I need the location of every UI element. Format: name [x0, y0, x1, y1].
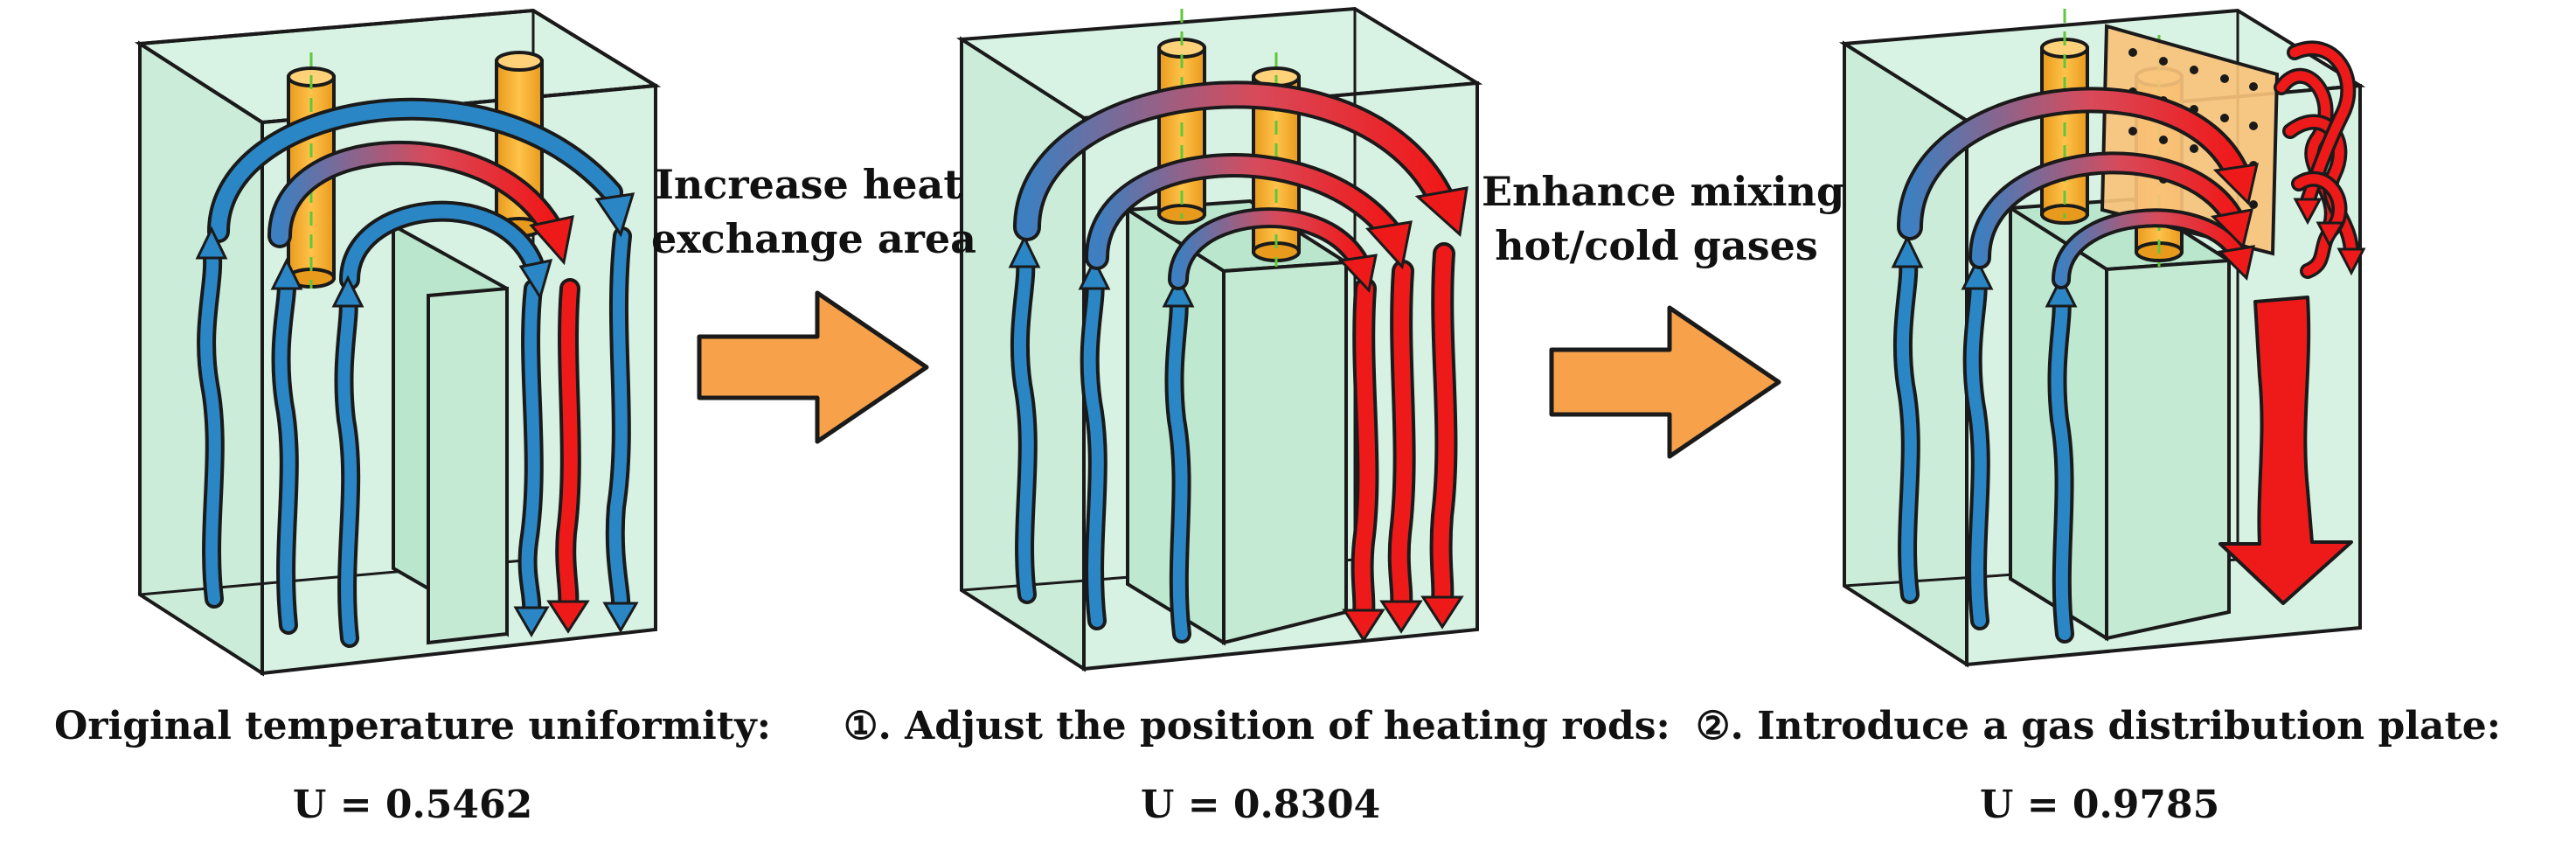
stage-caption-distribution-plate: ②. Introduce a gas distribution plate:	[1696, 704, 2502, 748]
box-partition-front	[2105, 258, 2231, 641]
transition-label-heat-exchange: Increase heat exchange area	[651, 157, 976, 266]
box-partition-front	[1222, 260, 1348, 645]
transition-label-line: hot/cold gases	[1495, 222, 1818, 269]
cold-flow-streams	[1010, 248, 1191, 644]
uniformity-value-original: U = 0.5462	[293, 783, 533, 827]
hot-flow-arrowheads	[1337, 186, 1469, 643]
cold-flow-streams	[1892, 248, 2074, 644]
mixing-swirl-arrowheads	[2293, 198, 2366, 276]
transition-label-line: exchange area	[651, 215, 976, 262]
uniformity-value-distribution-plate: U = 0.9785	[1980, 783, 2220, 827]
transition-label-line: Increase heat	[655, 161, 962, 208]
hot-flow-arrowheads	[2210, 163, 2259, 281]
reactor-box-distribution-plate	[1838, 8, 2366, 668]
process-arrow-icon	[697, 290, 929, 444]
stage-caption-original: Original temperature uniformity:	[54, 704, 771, 748]
hot-flow-arrowheads	[529, 215, 590, 634]
reactor-box-adjusted-rods	[955, 6, 1483, 672]
box-partition-front	[427, 286, 509, 645]
mixed-downflow-arrow	[2218, 296, 2353, 605]
box-top-face	[134, 8, 662, 125]
heating-rod-icon	[2040, 9, 2089, 225]
transition-label-mixing: Enhance mixing hot/cold gases	[1482, 164, 1845, 273]
cold-flow-arrowheads	[1008, 234, 1195, 308]
hot-flow-streams	[1897, 87, 2251, 289]
transition-label-line: Enhance mixing	[1482, 168, 1845, 215]
cold-flow-streams	[197, 97, 632, 648]
cold-flow-arrowheads	[195, 192, 639, 637]
heating-rod-icon	[1157, 9, 1206, 225]
stage-caption-adjust-rods: ①. Adjust the position of heating rods:	[844, 704, 1670, 748]
hot-flow-streams	[1013, 80, 1458, 623]
reactor-box-original	[134, 8, 662, 677]
hot-flow-streams	[267, 140, 581, 614]
uniformity-value-adjust-rods: U = 0.8304	[1141, 783, 1381, 827]
process-arrow-icon	[1549, 305, 1781, 459]
cold-flow-arrowheads	[1891, 234, 2078, 308]
